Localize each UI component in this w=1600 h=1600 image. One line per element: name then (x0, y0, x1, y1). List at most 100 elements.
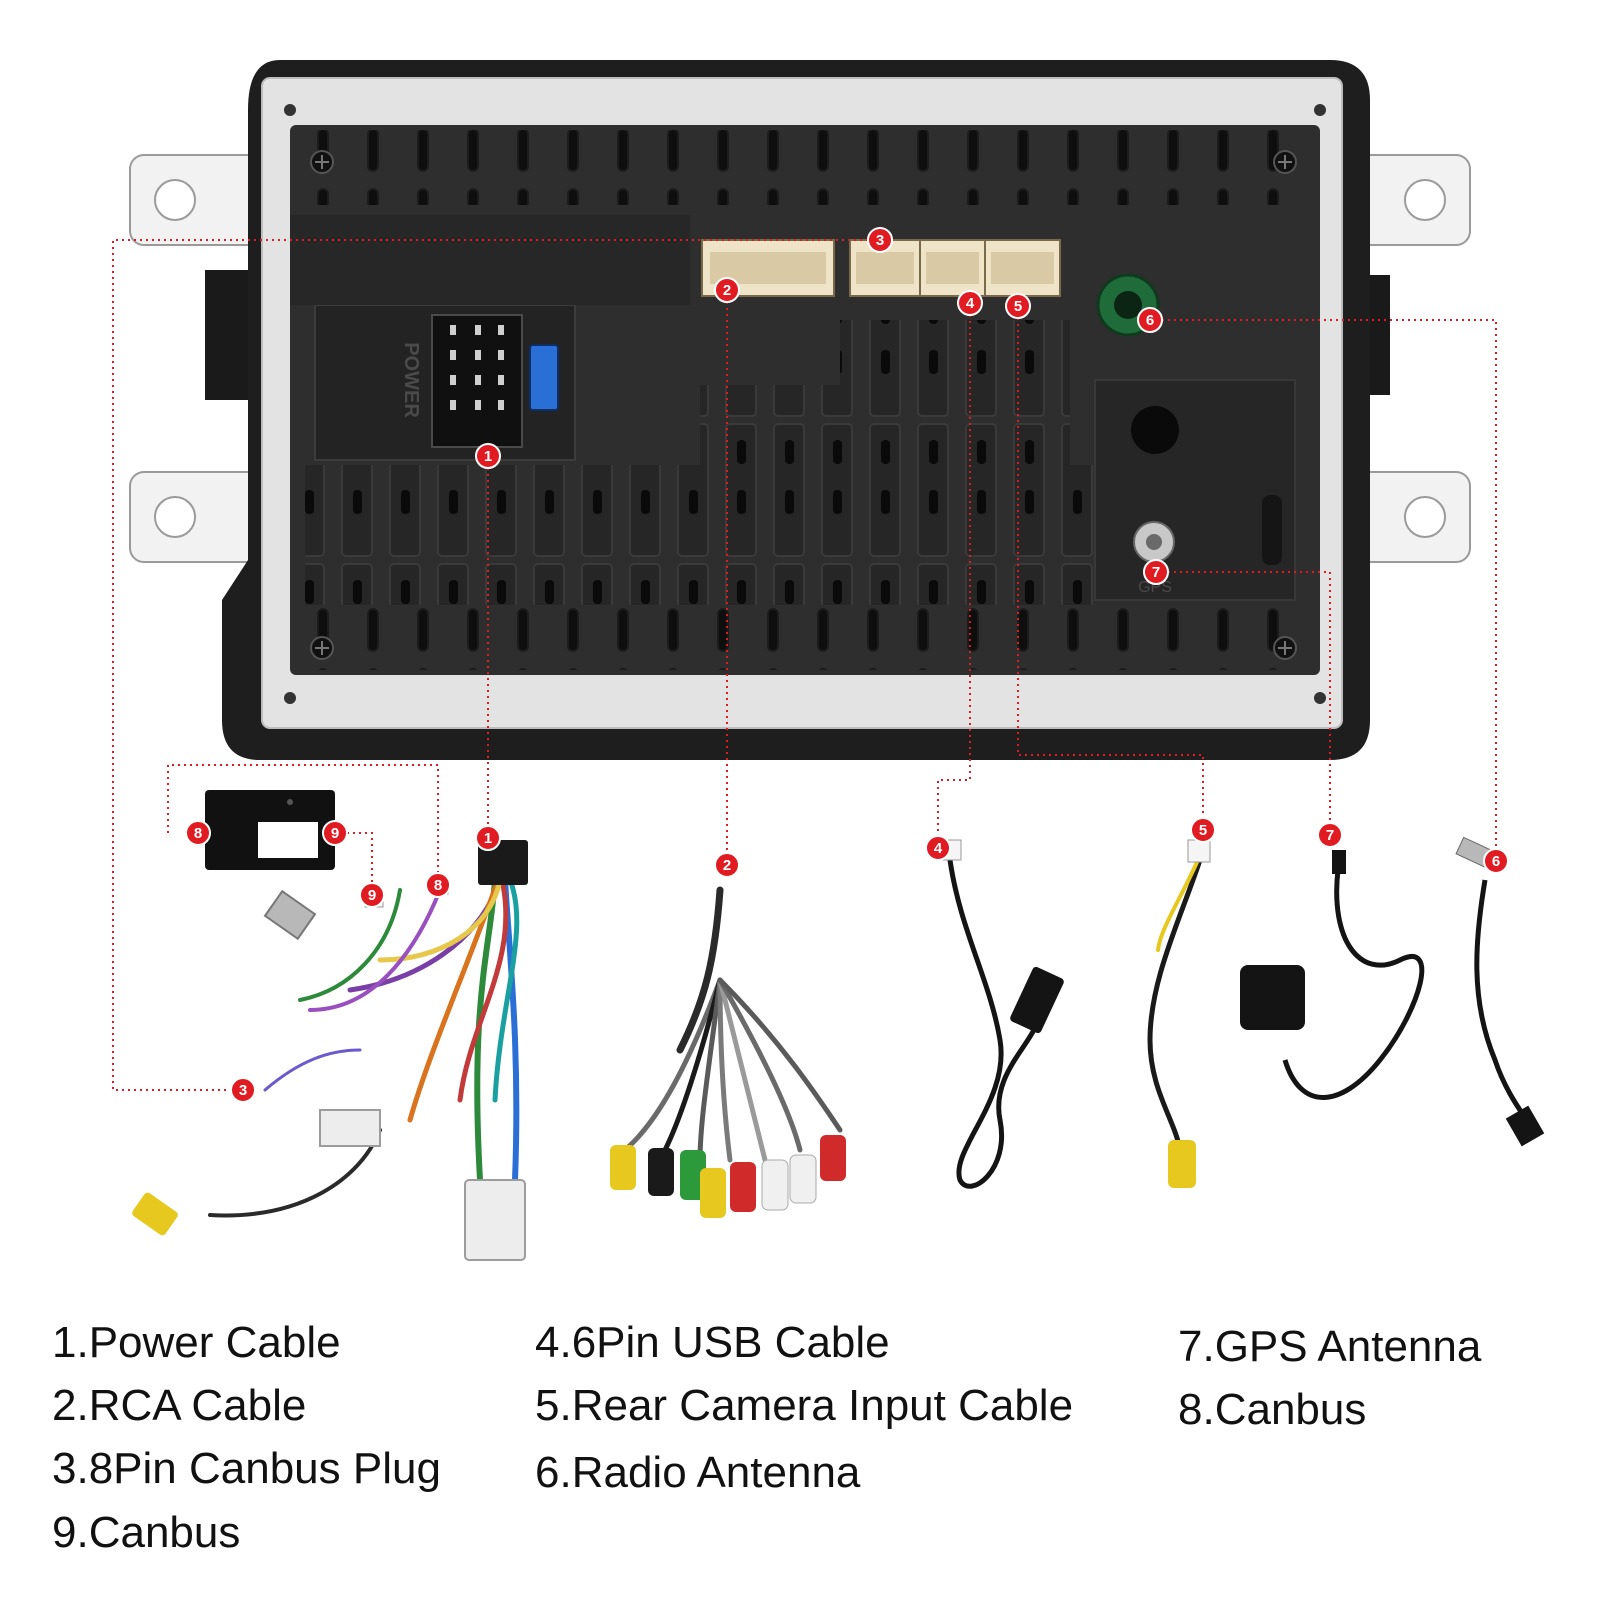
marker-circle (714, 277, 740, 303)
gps-module (1240, 965, 1305, 1030)
legend-item: 1.Power Cable (52, 1318, 341, 1367)
screw-icon (310, 150, 334, 174)
leader-line-7 (1156, 571, 1331, 835)
radio-antenna-cable (1455, 836, 1545, 1147)
marker-circle (475, 825, 501, 851)
marker-number: 4 (966, 295, 975, 312)
leader-line-6 (1150, 319, 1497, 861)
leader-line-5 (1017, 306, 1204, 830)
power-plug (478, 840, 528, 885)
marker-3: 3 (867, 227, 893, 253)
screw-icon (284, 104, 296, 116)
marker-circle (1143, 559, 1169, 585)
connector-block (290, 215, 690, 305)
marker-number: 1 (484, 448, 492, 465)
gps-panel (1094, 379, 1296, 601)
marker-circle (359, 882, 385, 908)
bottom-vent-slots (300, 605, 1310, 670)
marker-circle (425, 872, 451, 898)
screw-icon (1273, 636, 1297, 660)
marker-number: 9 (368, 887, 376, 904)
marker-number: 3 (876, 232, 884, 249)
marker-2: 2 (714, 277, 740, 303)
power-port: POWER (314, 304, 576, 461)
marker-number: 7 (1152, 564, 1160, 581)
marker-circle (185, 820, 211, 846)
harness-plug (263, 889, 317, 941)
camera-header (1187, 839, 1211, 863)
marker-number: 7 (1326, 827, 1334, 844)
usb-port (919, 239, 986, 297)
marker-5: 5 (1005, 293, 1031, 319)
camera-port (984, 239, 1061, 297)
marker-circle (322, 820, 348, 846)
legend-item: 9.Canbus (52, 1508, 241, 1557)
marker-7: 7 (1317, 822, 1343, 848)
marker-7: 7 (1143, 559, 1169, 585)
screw-icon (1314, 692, 1326, 704)
right-vent-grille (840, 320, 1070, 470)
marker-1: 1 (475, 443, 501, 469)
canbus-box (205, 790, 335, 870)
radio-antenna-plug (1505, 1105, 1545, 1147)
legend-column-2: 4.6Pin USB Cable 5.Rear Camera Input Cab… (535, 1318, 1135, 1508)
marker-circle (867, 227, 893, 253)
marker-circle (1137, 307, 1163, 333)
markers: 1 1 2 2 3 3 4 4 5 5 6 6 7 7 8 8 9 9 (185, 227, 1509, 1103)
screw-icon (1314, 104, 1326, 116)
legend-item: 3.8Pin Canbus Plug (52, 1444, 441, 1493)
marker-circle (925, 835, 951, 861)
top-vent-slots (300, 130, 1310, 205)
marker-number: 6 (1146, 312, 1154, 329)
usb-plug (1010, 966, 1064, 1034)
rca-cable (622, 886, 843, 1163)
marker-3: 3 (230, 1077, 256, 1103)
panel-slot (1262, 495, 1282, 565)
marker-number: 8 (434, 877, 442, 894)
leader-line-3 (112, 239, 880, 1091)
marker-number: 6 (1492, 853, 1500, 870)
marker-circle (957, 290, 983, 316)
gps-antenna (1240, 850, 1425, 1100)
screw-icon (284, 692, 296, 704)
marker-number: 5 (1199, 822, 1207, 839)
gps-port (1133, 521, 1175, 563)
marker-number: 1 (484, 830, 492, 847)
head-unit: POWER (129, 60, 1471, 760)
legend-item: 2.RCA Cable (52, 1381, 307, 1430)
fuse (529, 344, 559, 411)
marker-circle (1005, 293, 1031, 319)
usb-cable (947, 857, 1043, 1189)
marker-circle (1483, 848, 1509, 874)
power-harness (208, 877, 520, 1218)
marker-8: 8 (185, 820, 211, 846)
mounting-ear-bottom-left (129, 471, 281, 563)
marker-6: 6 (1137, 307, 1163, 333)
marker-number: 4 (934, 840, 943, 857)
marker-number: 9 (331, 825, 339, 842)
marker-9: 9 (322, 820, 348, 846)
lower-vent-grille (305, 465, 1095, 605)
screw-icon (1273, 150, 1297, 174)
gps-port-label: GPS (1138, 579, 1172, 596)
marker-circle (1317, 822, 1343, 848)
marker-8: 8 (425, 872, 451, 898)
camera-rca-plug (1168, 1140, 1196, 1188)
marker-number: 2 (723, 857, 731, 874)
harness-plug (319, 1109, 381, 1147)
legend-column-3: 7.GPS Antenna 8.Canbus (1178, 1322, 1538, 1452)
marker-circle (714, 852, 740, 878)
marker-circle (230, 1077, 256, 1103)
legend-item: 5.Rear Camera Input Cable (535, 1381, 1074, 1430)
legend-item: 8.Canbus (1178, 1385, 1367, 1434)
marker-number: 8 (194, 825, 202, 842)
marker-number: 5 (1014, 298, 1022, 315)
marker-1: 1 (475, 825, 501, 851)
marker-9: 9 (359, 882, 385, 908)
iso-plug (464, 1179, 526, 1261)
leader-line-4 (937, 303, 971, 838)
marker-number: 3 (239, 1082, 247, 1099)
marker-4: 4 (925, 835, 951, 861)
leader-line-8 (167, 764, 439, 885)
